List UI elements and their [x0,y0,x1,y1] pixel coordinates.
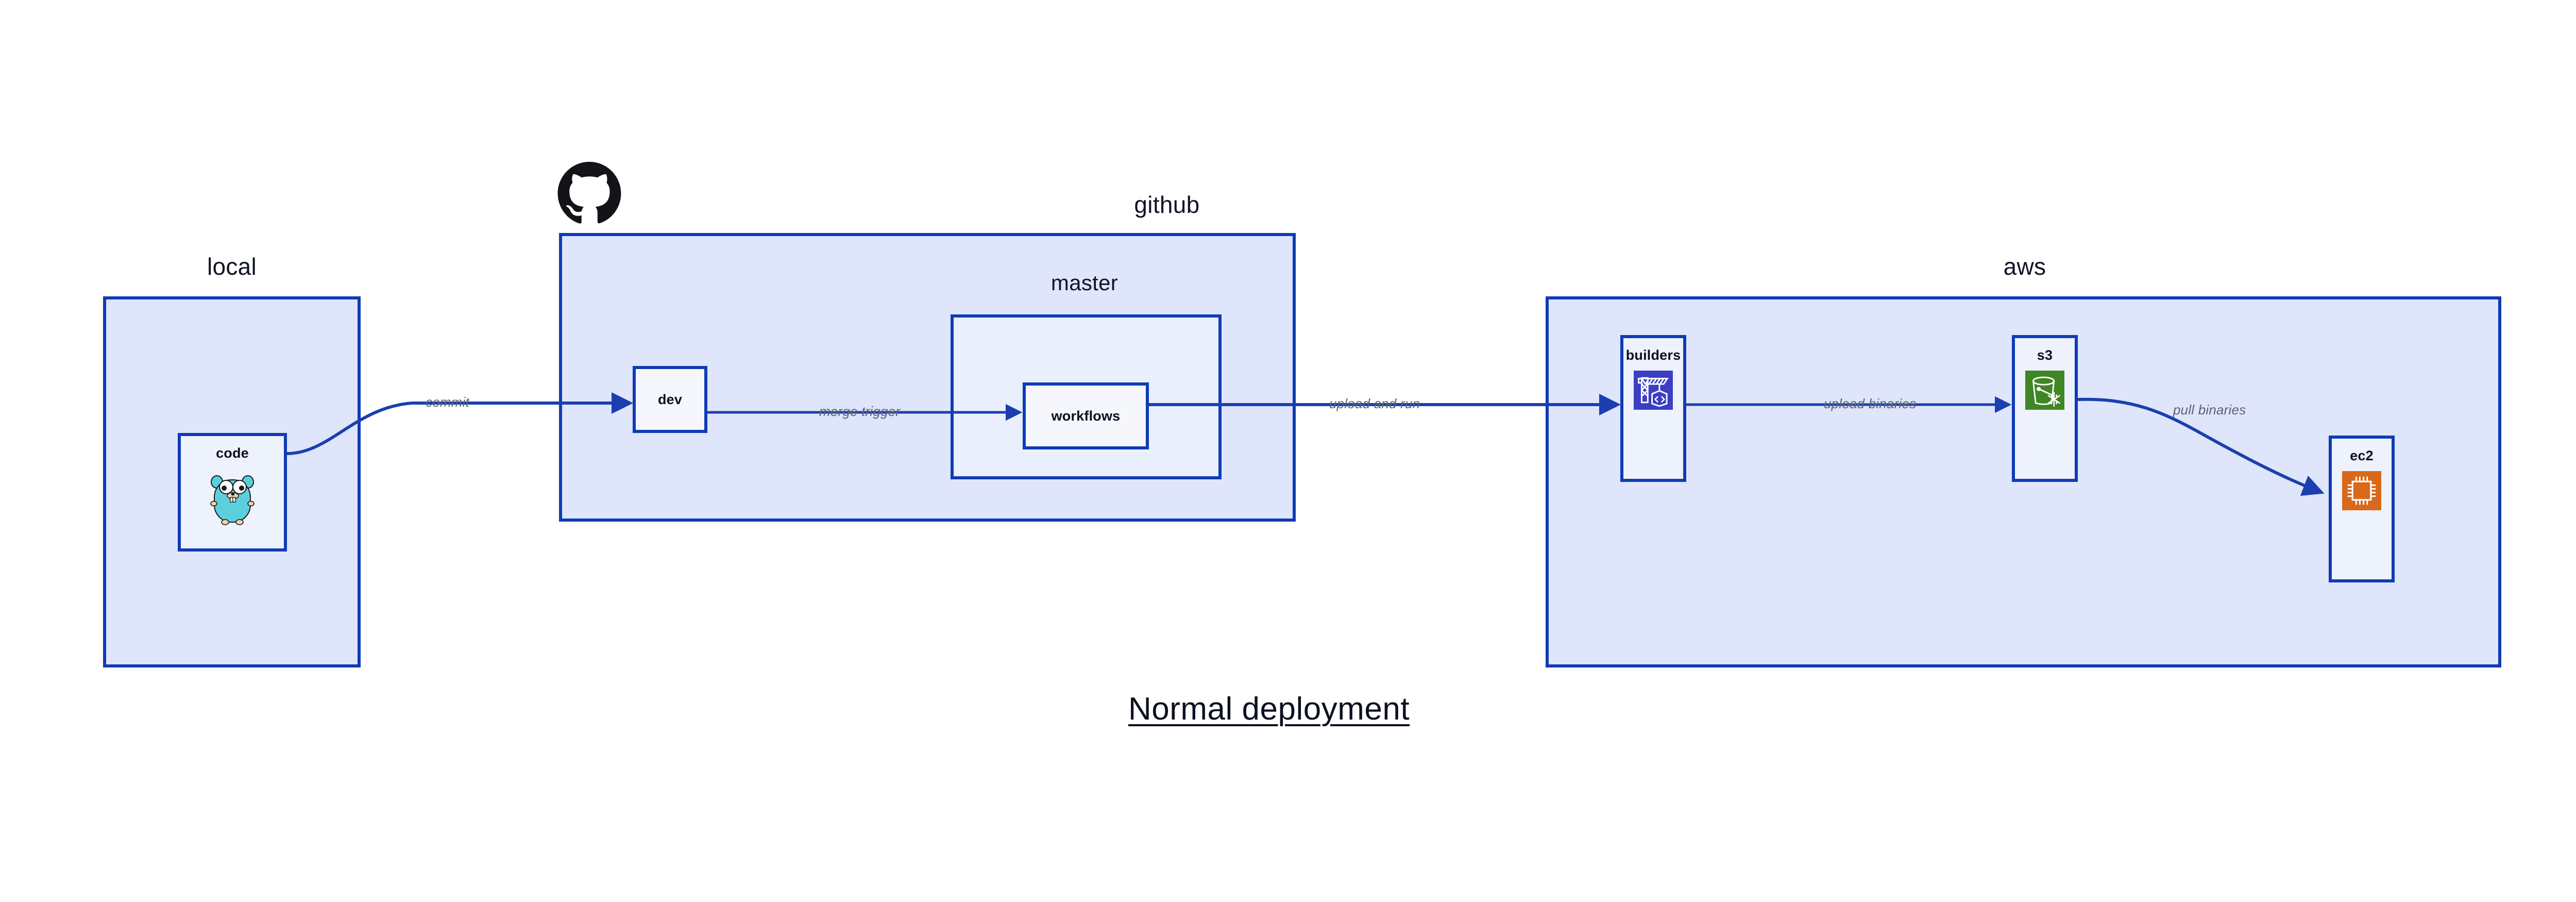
node-s3[interactable]: s3 [2012,335,2078,482]
node-code[interactable]: code [178,433,287,552]
edge-label-merge-trigger: merge trigger [819,404,901,419]
node-label-builders: builders [1625,347,1681,363]
aws-s3-glacier-bucket-icon [2025,371,2064,410]
go-gopher-icon [208,469,257,526]
node-dev[interactable]: dev [633,366,707,433]
diagram-title: Normal deployment [1128,691,1410,727]
group-label-github: github [1134,191,1200,218]
group-label-master: master [1050,271,1118,295]
node-ec2[interactable]: ec2 [2329,436,2395,582]
node-label-workflows: workflows [1051,408,1121,424]
node-builders[interactable]: builders [1620,335,1686,482]
node-workflows[interactable]: workflows [1023,382,1149,449]
aws-codebuild-crane-icon [1634,371,1673,410]
edge-label-upload-binaries: upload binaries [1824,396,1917,411]
node-label-dev: dev [657,391,683,407]
edge-label-upload-and-run: upload and run [1329,396,1420,411]
edge-label-commit: commit [426,394,469,410]
github-octocat-logo [556,160,622,226]
node-label-s3: s3 [2037,347,2053,363]
group-label-aws: aws [2003,253,2046,280]
aws-ec2-chip-icon [2342,471,2381,510]
node-label-ec2: ec2 [2350,448,2374,463]
group-label-local: local [207,253,257,280]
edge-label-pull-binaries: pull binaries [2173,402,2246,417]
node-label-code: code [216,445,249,461]
